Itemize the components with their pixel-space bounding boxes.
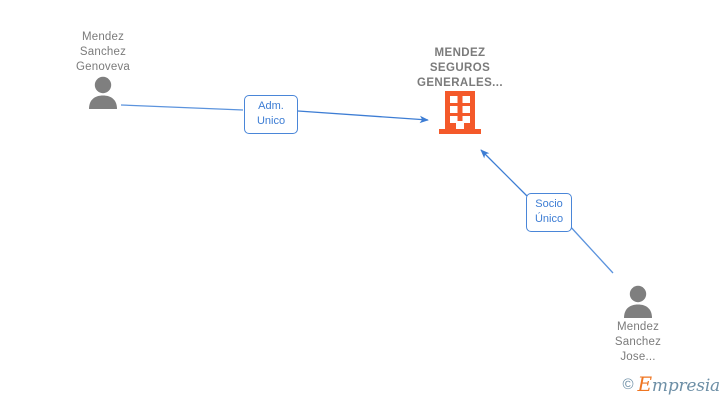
- person-label-jose: Mendez Sanchez Jose...: [614, 321, 662, 363]
- relation-label-socio-unico[interactable]: Socio Único: [526, 193, 572, 232]
- edge-genoveva-to-label: [120, 104, 244, 111]
- empresia-watermark: © Empresia: [622, 374, 720, 395]
- node-person-mendez-sanchez-genoveva[interactable]: Mendez Sanchez Genoveva: [28, 30, 178, 109]
- person-label-genoveva: Mendez Sanchez Genoveva: [75, 31, 131, 73]
- brand-rest: mpresia: [651, 376, 720, 396]
- person-icon: [89, 76, 117, 109]
- relation-label-adm-unico[interactable]: Adm. Unico: [244, 95, 298, 134]
- person-icon: [624, 285, 652, 318]
- edge-label-to-company-arrow-2: [480, 149, 528, 197]
- brand-logo: Empresia: [638, 374, 721, 395]
- company-name: MENDEZ SEGUROS GENERALES...: [417, 47, 503, 89]
- building-icon: [439, 91, 481, 134]
- node-company-mendez-seguros[interactable]: MENDEZ SEGUROS GENERALES...: [365, 46, 555, 135]
- edge-jose-to-label: [567, 223, 614, 274]
- node-person-mendez-sanchez-jose[interactable]: Mendez Sanchez Jose...: [563, 284, 713, 365]
- copyright-icon: ©: [622, 376, 634, 393]
- brand-initial: E: [637, 372, 653, 396]
- edge-label-to-company-arrow: [297, 110, 429, 124]
